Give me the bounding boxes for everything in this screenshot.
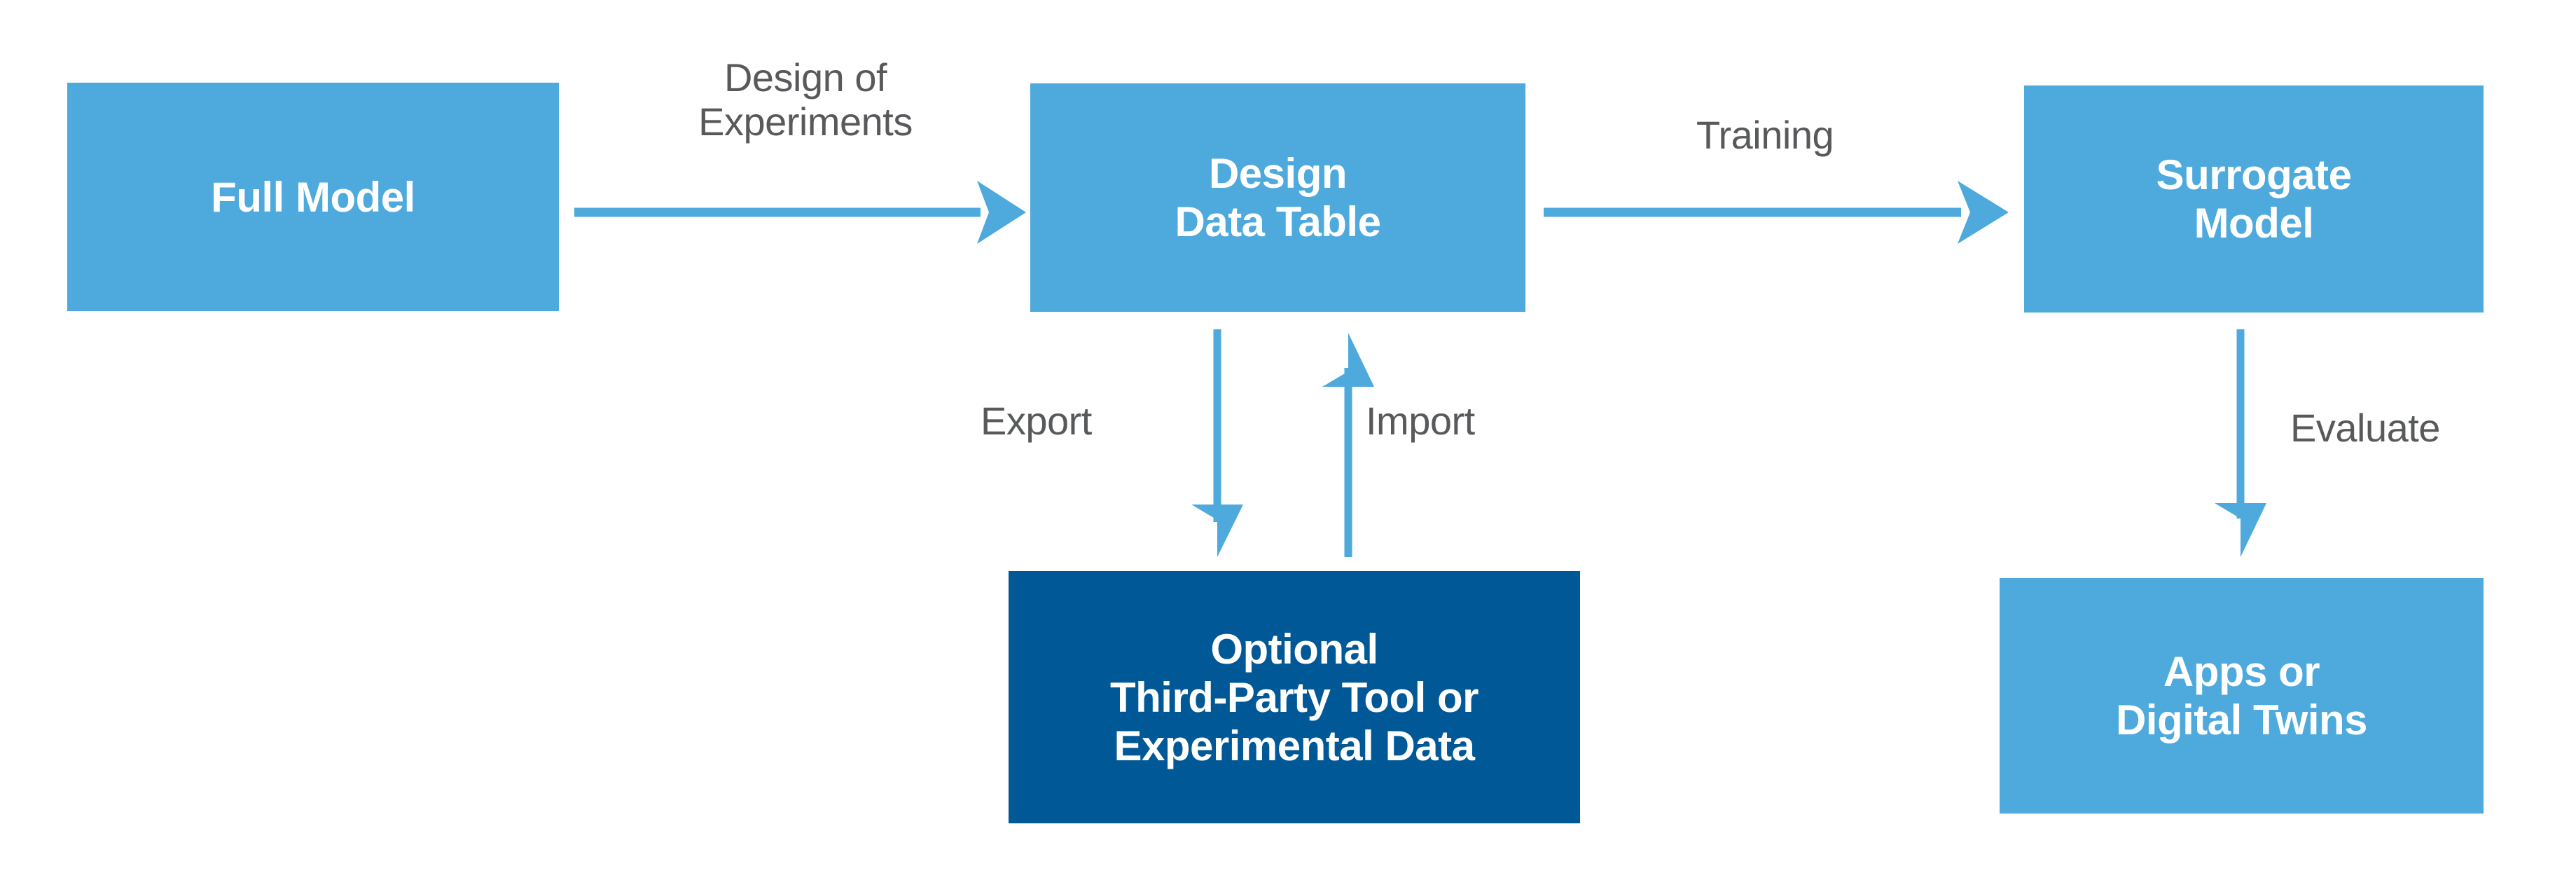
node-full-model[interactable]: Full Model	[67, 83, 559, 311]
arrow-evaluate	[2215, 329, 2266, 557]
arrow-training	[1544, 181, 2009, 244]
edge-label-training: Training	[1696, 113, 1834, 157]
node-surrogate-model[interactable]: Surrogate Model	[2024, 85, 2484, 313]
edge-label-design-of-experiments: Design of Experiments	[698, 55, 913, 144]
node-optional-third-party-tool[interactable]: Optional Third-Party Tool or Experimenta…	[1009, 571, 1580, 823]
arrow-export	[1191, 329, 1243, 557]
edge-label-export: Export	[981, 399, 1092, 443]
node-apps-or-digital-twins[interactable]: Apps or Digital Twins	[2000, 578, 2484, 814]
arrow-import	[1322, 333, 1374, 557]
arrow-design-of-experiments	[574, 181, 1026, 244]
edge-label-import: Import	[1366, 399, 1475, 443]
node-design-data-table[interactable]: Design Data Table	[1030, 83, 1525, 312]
edge-label-evaluate: Evaluate	[2290, 406, 2440, 450]
